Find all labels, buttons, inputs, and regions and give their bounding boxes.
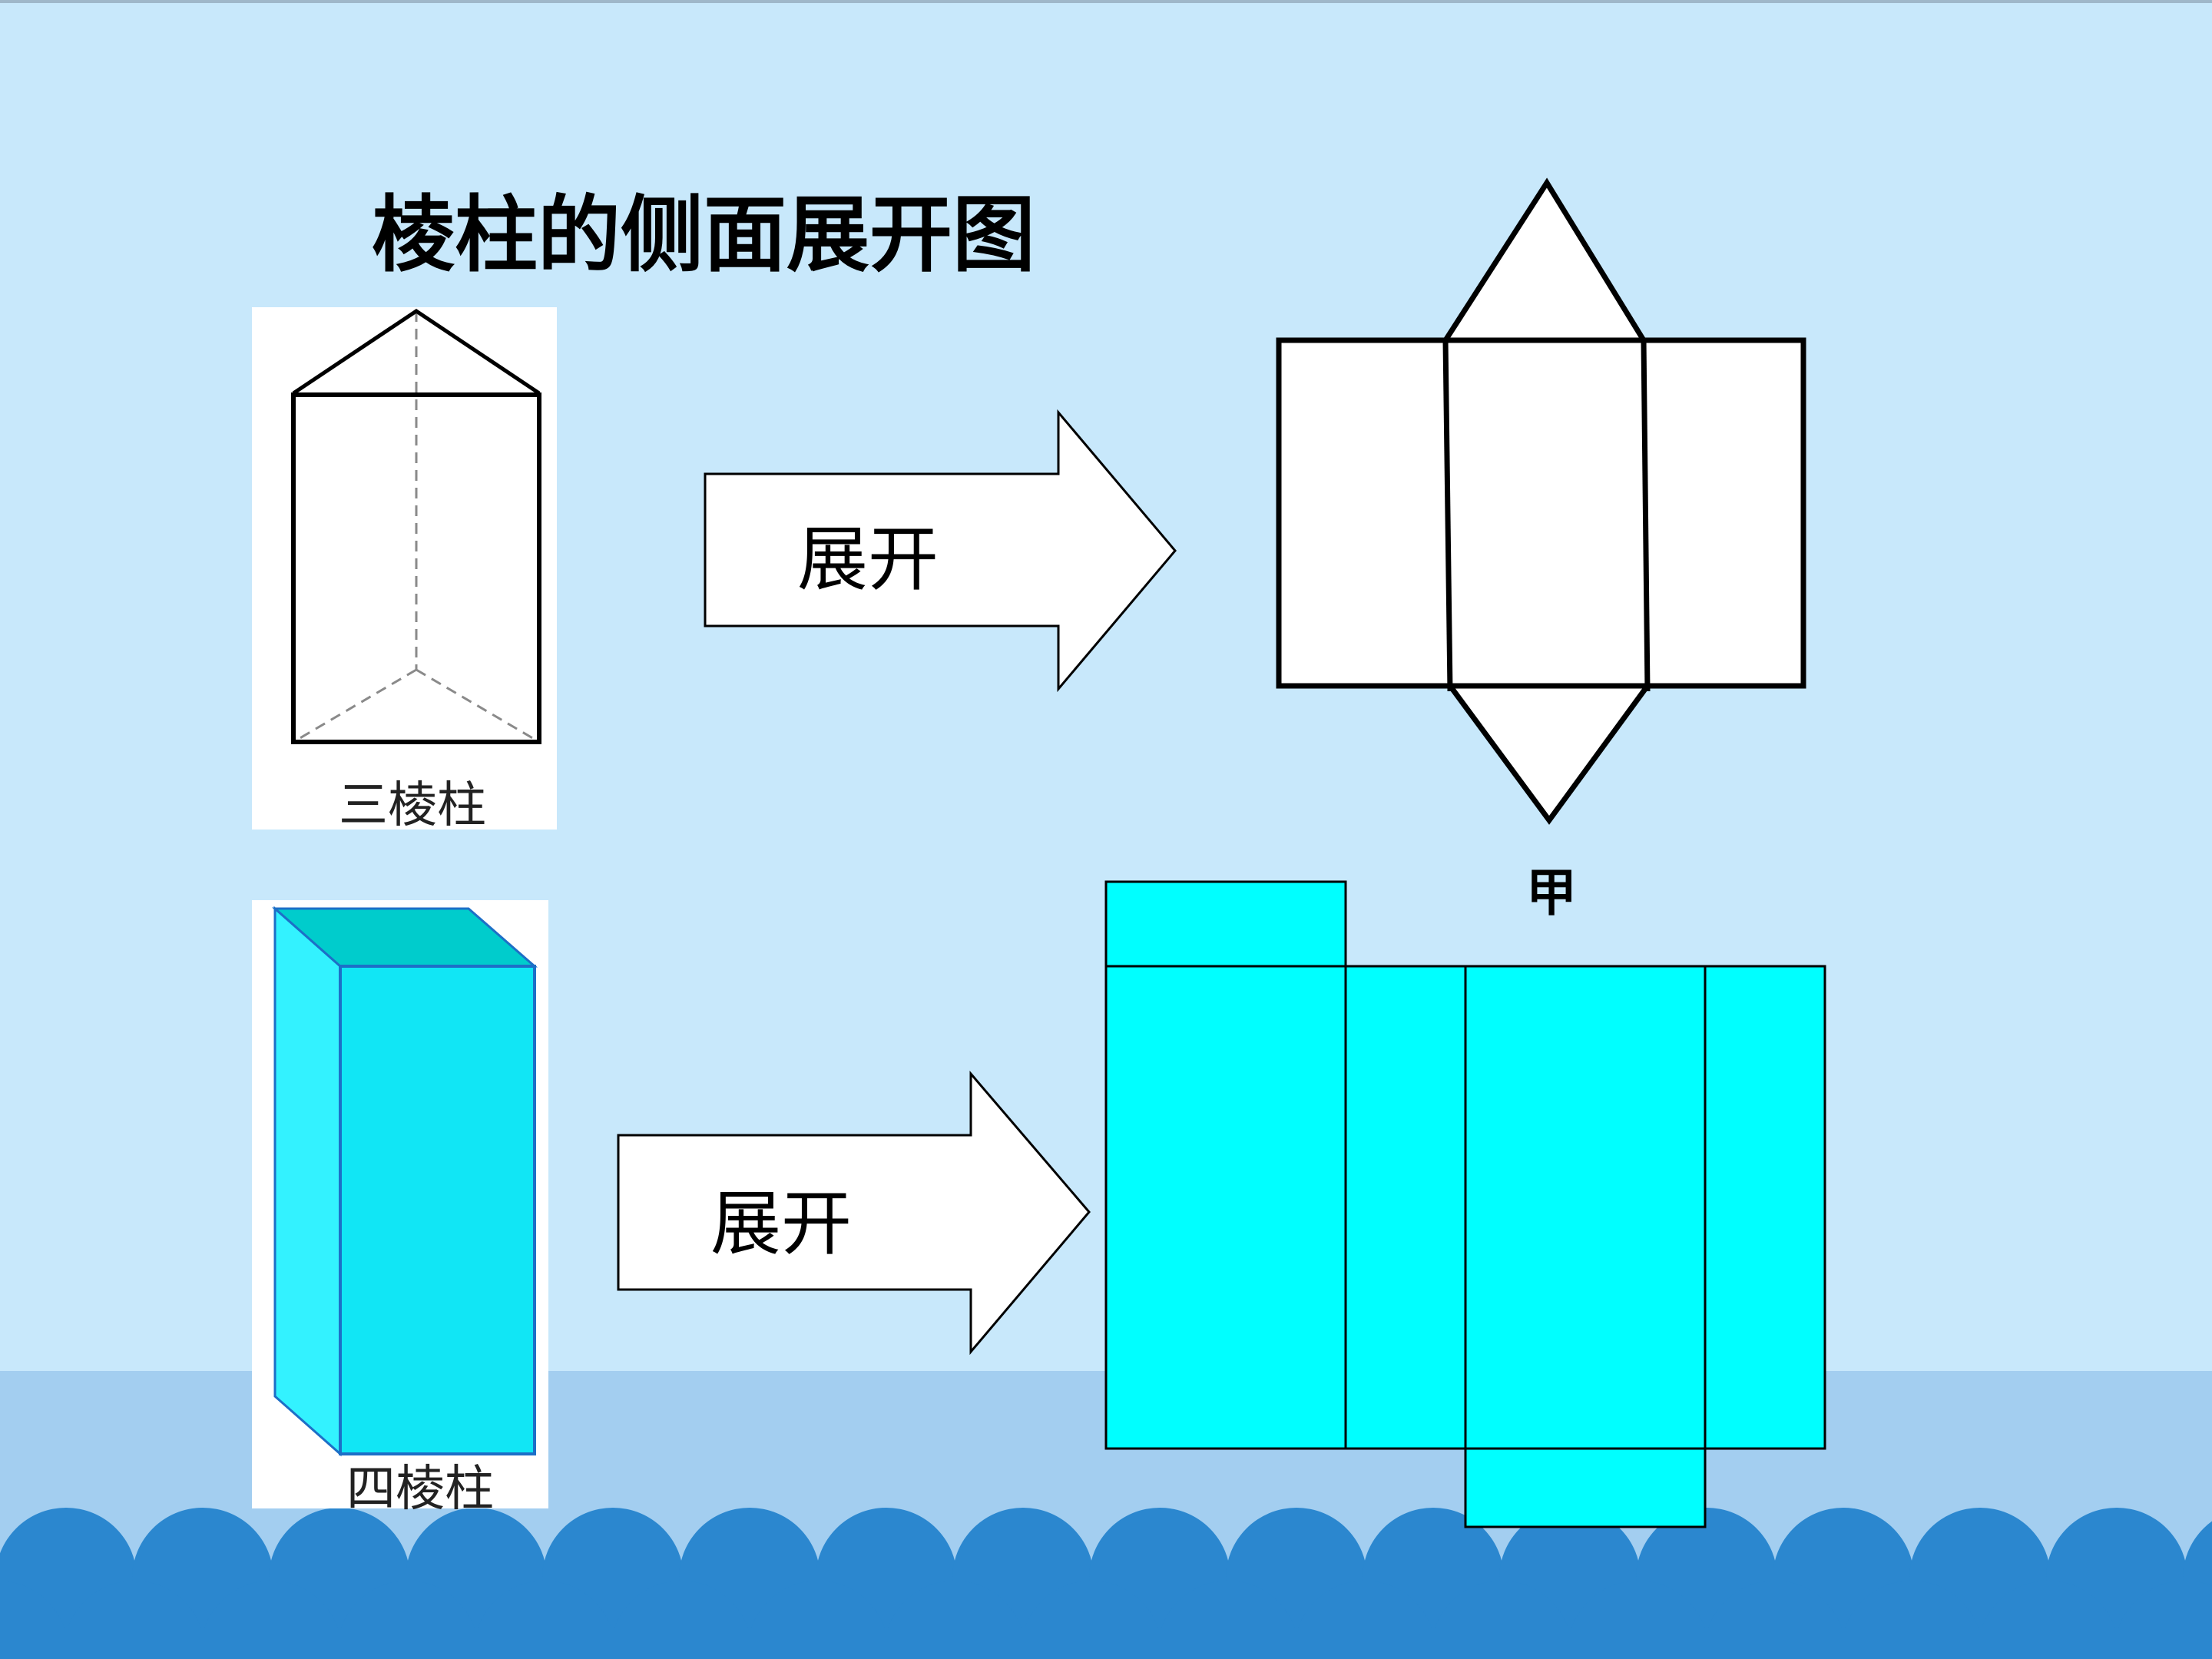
unfold-arrow-top: 展开 xyxy=(704,409,1177,693)
net-face xyxy=(1104,965,1347,1450)
prism-side-face xyxy=(273,906,342,1457)
hidden-edge xyxy=(293,668,417,743)
square-prism-figure: 四棱柱 xyxy=(252,900,548,1518)
square-prism-label: 四棱柱 xyxy=(346,1461,494,1518)
net-lateral-rectangle xyxy=(1276,337,1806,689)
page-title: 棱柱的侧面展开图 xyxy=(372,187,1035,283)
net-fold-line xyxy=(1641,339,1651,692)
unfold-label: 展开 xyxy=(710,1183,852,1265)
net-fold-line xyxy=(1442,339,1453,692)
net-face xyxy=(1344,965,1467,1450)
arrow-shape xyxy=(704,409,1177,693)
triangular-prism-card xyxy=(252,307,557,830)
net-face xyxy=(1704,965,1826,1450)
unfold-arrow-bottom: 展开 xyxy=(617,1070,1091,1356)
net-top-square xyxy=(1104,880,1347,968)
prism-front-face xyxy=(339,965,536,1455)
hidden-edge xyxy=(416,668,540,743)
unfold-label: 展开 xyxy=(797,518,939,601)
prism-front-face xyxy=(291,392,541,744)
square-prism-net xyxy=(1104,880,1826,1528)
net-face xyxy=(1464,965,1707,1450)
net-caption: 甲 xyxy=(1526,863,1577,922)
wave-base xyxy=(0,1628,2212,1659)
triangular-prism-net: 甲 xyxy=(1276,177,1806,922)
prism-top-edge xyxy=(292,308,541,396)
arrow-shape xyxy=(617,1070,1091,1356)
wave-decoration xyxy=(0,1508,2212,1659)
triangular-prism-figure: 三棱柱 xyxy=(252,307,557,834)
net-bottom-square xyxy=(1464,1447,1707,1528)
triangular-prism-label: 三棱柱 xyxy=(339,777,486,834)
